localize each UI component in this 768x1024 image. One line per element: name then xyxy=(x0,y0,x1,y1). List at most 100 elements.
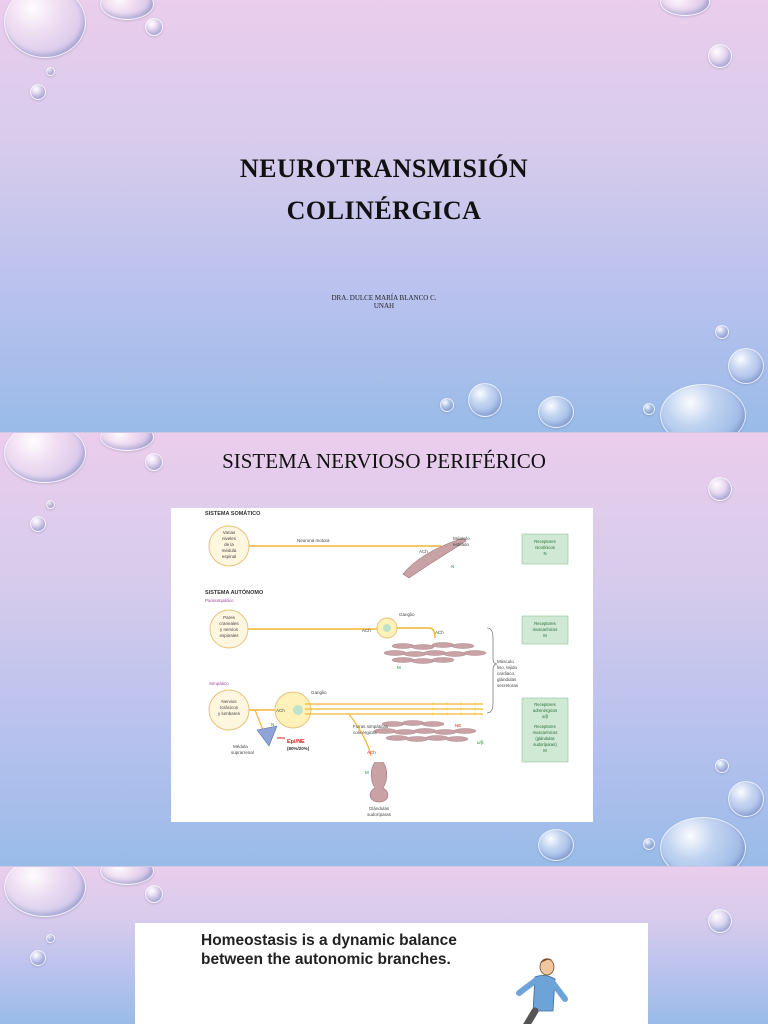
symp-cholinergic-1: colinérgicas xyxy=(353,730,378,735)
water-drop-icon xyxy=(46,934,55,943)
water-drop-icon xyxy=(728,781,764,817)
adrenergic-receptor-box xyxy=(521,697,569,763)
water-drop-icon xyxy=(715,759,729,773)
para-source-0: Pares xyxy=(223,615,236,620)
para-source-1: craneales xyxy=(219,621,239,626)
homeostasis-line-2: between the autonomic branches. xyxy=(201,951,451,968)
slide-1[interactable]: NEUROTRANSMISIÓN COLINÉRGICA DRA. DULCE … xyxy=(0,0,768,432)
symp-source-1: torácicos xyxy=(220,705,239,710)
sweat-m-label: M xyxy=(365,770,369,775)
nicotinic-box-1: nicotínicos xyxy=(535,545,555,550)
water-drop-icon xyxy=(30,950,46,966)
skeletal-muscle-1: estriado xyxy=(453,542,470,547)
author-affiliation: UNAH xyxy=(373,302,395,310)
author-block: DRA. DULCE MARÍA BLANCO C. UNAH xyxy=(0,294,768,310)
title-line-2: COLINÉRGICA xyxy=(286,196,482,225)
muscarinic-box-2: M xyxy=(543,633,547,638)
adrenergic-box-2: α/β xyxy=(542,714,549,719)
nicotinic-receptor-box xyxy=(521,533,569,565)
sympathetic-source-cell xyxy=(208,689,250,731)
epi-ratio-label: (80%/20%) xyxy=(287,746,310,751)
sympathetic-ganglion-nucleus xyxy=(293,705,303,715)
adrenal-axon xyxy=(254,709,264,731)
sympathetic-label: Simpático xyxy=(209,681,229,686)
water-drop-icon xyxy=(538,396,574,428)
adrenergic-box-6: sudoríparas) xyxy=(533,742,557,747)
running-man-icon xyxy=(516,958,568,1024)
water-drop-icon xyxy=(46,500,55,509)
slide-2[interactable]: SISTEMA NERVIOSO PERIFÉRICO SISTEMA SOMÁ… xyxy=(0,433,768,866)
effectors-0: Músculo xyxy=(497,659,514,664)
symp-ach-label-2: ACh xyxy=(367,750,376,755)
homeostasis-text: Homeostasis is a dynamic balance between… xyxy=(201,931,457,969)
water-drop-icon xyxy=(660,0,710,16)
homeostasis-line-1: Homeostasis is a dynamic balance xyxy=(201,932,457,949)
effector-bracket xyxy=(486,627,498,714)
symp-ne-label: NE xyxy=(455,723,461,728)
water-drop-icon xyxy=(440,398,454,412)
parasympathetic-label: Parasimpático xyxy=(205,598,234,603)
water-drop-icon xyxy=(4,0,86,58)
smooth-muscle-cells-top xyxy=(383,642,487,664)
adrenergic-box-5: (glándulas xyxy=(535,736,554,741)
skeletal-muscle-shape xyxy=(402,537,467,579)
adrenergic-box-4: muscarínicos xyxy=(533,730,558,735)
effectors-1: liso, tejido xyxy=(497,665,518,670)
epi-ne-label: Epi/NE xyxy=(287,739,305,745)
water-drop-icon xyxy=(4,867,86,917)
sympathetic-cholinergic-axon xyxy=(348,713,372,757)
somatic-source-2: de la xyxy=(224,542,234,547)
water-drop-icon xyxy=(538,829,574,861)
page-title: NEUROTRANSMISIÓN COLINÉRGICA xyxy=(0,148,768,232)
autonomic-header: SISTEMA AUTÓNOMO xyxy=(205,588,264,596)
water-drop-icon xyxy=(715,325,729,339)
homeostasis-image: Homeostasis is a dynamic balance between… xyxy=(135,923,648,1024)
adrenal-nn-label: N xyxy=(271,722,274,727)
parasympathetic-postganglionic-axon xyxy=(397,627,436,639)
water-drop-icon xyxy=(30,84,46,100)
water-drop-icon xyxy=(145,18,163,36)
symp-source-2: y lumbares xyxy=(218,711,241,716)
effectors-4: secretoras xyxy=(497,683,519,688)
symp-ganglion-label: Ganglio xyxy=(311,690,327,695)
skeletal-muscle-0: Músculo xyxy=(453,536,470,541)
muscarinic-box-1: muscarínicos xyxy=(533,627,558,632)
somatic-ach-label: ACh xyxy=(419,549,428,554)
nicotinic-box-0: Receptores xyxy=(534,539,555,544)
adrenergic-box-0: Receptores xyxy=(534,702,555,707)
adrenal-label-0: Médula xyxy=(233,744,248,749)
para-ach-label-1: ACh xyxy=(362,628,371,633)
author-name: DRA. DULCE MARÍA BLANCO C. xyxy=(331,294,437,302)
para-ganglion-label: Ganglio xyxy=(399,612,415,617)
para-source-2: y nervios xyxy=(220,627,239,632)
water-drop-icon xyxy=(100,0,154,20)
somatic-source-0: Varias xyxy=(223,530,236,535)
water-drop-icon xyxy=(708,44,732,68)
water-drop-icon xyxy=(30,516,46,532)
slide-3[interactable]: Homeostasis is a dynamic balance between… xyxy=(0,867,768,1024)
pns-diagram: SISTEMA SOMÁTICO Varias niveles de la mé… xyxy=(171,508,593,822)
water-drop-icon xyxy=(468,383,502,417)
effectors-2: cardiaco, xyxy=(497,671,515,676)
water-drop-icon xyxy=(643,838,655,850)
water-drop-icon xyxy=(145,885,163,903)
nicotinic-box-2: N xyxy=(543,551,546,556)
water-drop-icon xyxy=(728,348,764,384)
symp-source-0: Nervios xyxy=(221,699,237,704)
water-drop-icon xyxy=(708,909,732,933)
somatic-nn-label: N xyxy=(451,564,454,569)
somatic-source-4: espinal xyxy=(222,554,236,559)
parasympathetic-ganglion-nucleus xyxy=(383,624,391,632)
water-drop-icon xyxy=(145,453,163,471)
symp-cholinergic-0: Fibras simpáticas xyxy=(353,724,389,729)
adrenergic-box-3: Receptores xyxy=(534,724,555,729)
water-drop-icon xyxy=(643,403,655,415)
muscarinic-receptor-box xyxy=(521,615,569,645)
symp-alpha-beta-label: α/β xyxy=(477,740,484,745)
title-line-1: NEUROTRANSMISIÓN xyxy=(239,154,529,183)
para-m-label: M xyxy=(397,665,401,670)
effectors-3: glándulas xyxy=(497,677,517,682)
smooth-muscle-cells-bottom xyxy=(373,720,477,742)
sweat-glands-0: Glándulas xyxy=(369,806,390,811)
sweat-glands-1: sudoríparas xyxy=(367,812,392,817)
